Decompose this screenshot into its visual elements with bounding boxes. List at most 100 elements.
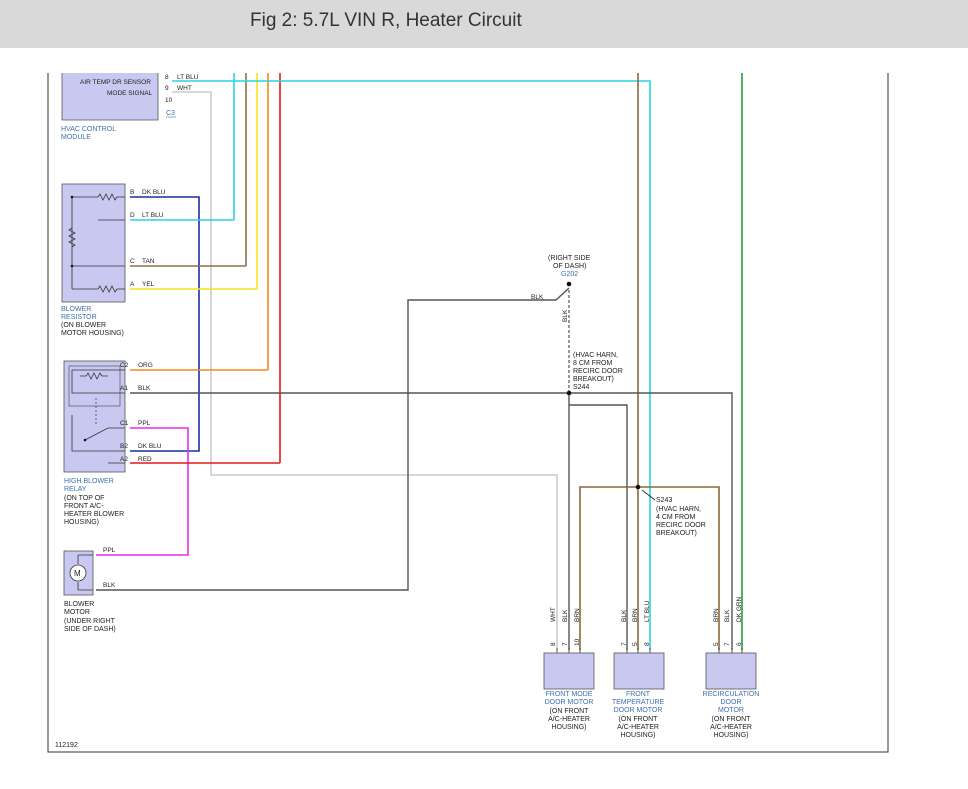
resistor-wire-c: TAN	[142, 258, 155, 265]
front-mode-pin-3: 10	[574, 638, 581, 646]
s243-label-2: 4 CM FROM	[656, 514, 695, 521]
high-blower-relay: C2 ORG A1 BLK C1 PPL B2 DK BLU A2 RED HI…	[63, 360, 162, 526]
relay-location-4: HOUSING)	[64, 519, 99, 526]
motor-symbol: M	[74, 569, 81, 578]
g202-wire-down: BLK	[562, 309, 569, 322]
front-mode-location-3: HOUSING)	[552, 724, 587, 731]
relay-location-3: HEATER BLOWER	[64, 511, 124, 518]
temp-pin-3: 8	[644, 642, 651, 646]
wire-wht-module	[172, 91, 558, 650]
hvac-control-module: AIR TEMP DR SENSOR MODE SIGNAL 8 9 10 LT…	[61, 73, 199, 141]
temp-location-1: (ON FRONT	[619, 716, 659, 723]
temp-location-3: HOUSING)	[621, 732, 656, 739]
recirc-pin-1: 5	[713, 642, 720, 646]
wire-blk-a1	[130, 392, 733, 650]
relay-location-2: FRONT A/C-	[64, 503, 104, 510]
hvac-module-name-2: MODULE	[61, 134, 91, 141]
wire-ppl	[96, 427, 189, 556]
front-mode-pin-1: 8	[550, 642, 557, 646]
s244-id: S244	[573, 384, 589, 391]
s243-label-3: RECIRC DOOR	[656, 522, 706, 529]
resistor-pin-c: C	[130, 258, 135, 265]
motor-name-1: BLOWER	[64, 601, 94, 608]
figure-header: Fig 2: 5.7L VIN R, Heater Circuit	[0, 0, 968, 48]
relay-wire-c1: PPL	[138, 420, 151, 427]
front-mode-pin-2: 7	[562, 642, 569, 646]
blower-motor: M PPL BLK BLOWER MOTOR (UNDER RIGHT SIDE…	[63, 547, 116, 633]
hvac-pin-8-num: 8	[165, 74, 169, 81]
front-mode-name-1: FRONT MODE	[546, 691, 593, 698]
diagram-frame	[47, 73, 889, 753]
g202-id: G202	[561, 271, 578, 278]
ground-g202-dot	[566, 281, 572, 287]
recirc-location-1: (ON FRONT	[712, 716, 752, 723]
s244-label-2: 8 CM FROM	[573, 360, 612, 367]
relay-name-1: HIGH BLOWER	[64, 478, 114, 485]
front-mode-wire-1: WHT	[550, 607, 557, 622]
temp-wire-1: BLK	[621, 609, 628, 622]
relay-pin-a1: A1	[120, 385, 128, 392]
hvac-pin-8-label: AIR TEMP DR SENSOR	[80, 79, 151, 86]
recirc-name-1: RECIRCULATION	[703, 691, 760, 698]
wire-lt-blu-module	[172, 80, 651, 650]
s243-label-4: BREAKOUT)	[656, 530, 697, 537]
temp-wire-2: BRN	[632, 608, 639, 622]
temp-location-2: A/C-HEATER	[617, 724, 659, 731]
splice-s243-dot	[635, 484, 641, 490]
resistor-location-1: (ON BLOWER	[61, 322, 106, 329]
hvac-pin-9-label: MODE SIGNAL	[107, 90, 153, 97]
motor-location-1: (UNDER RIGHT	[64, 618, 116, 625]
recirc-pin-3: 6	[736, 642, 743, 646]
front-temperature-door-motor: BLK BRN LT BLU 7 5 8 FRONT TEMPERATURE D…	[612, 600, 665, 739]
temp-name-3: DOOR MOTOR	[614, 707, 663, 714]
temp-pin-2: 5	[632, 642, 639, 646]
wire-brn-splice-s243	[579, 486, 720, 650]
relay-pin-a2: A2	[120, 456, 128, 463]
motor-wire-blk: BLK	[103, 582, 116, 589]
hvac-pin-8-wire: LT BLU	[177, 74, 199, 81]
resistor-wire-b: DK BLU	[142, 189, 166, 196]
s244-label-4: BREAKOUT)	[573, 376, 614, 383]
resistor-wire-a: YEL	[142, 281, 155, 288]
relay-wire-a2: RED	[138, 456, 152, 463]
resistor-name-2: RESISTOR	[61, 314, 97, 321]
temp-name-2: TEMPERATURE	[612, 699, 665, 706]
wire-dk-blu	[130, 196, 200, 452]
resistor-wire-d: LT BLU	[142, 212, 164, 219]
resistor-pin-a: A	[130, 281, 135, 288]
front-mode-location-1: (ON FRONT	[550, 708, 590, 715]
motor-name-2: MOTOR	[64, 609, 90, 616]
s244-label-1: (HVAC HARN,	[573, 352, 618, 359]
motor-location-2: SIDE OF DASH)	[64, 626, 116, 633]
relay-wire-c2: ORG	[138, 362, 153, 369]
splice-s244-dot	[566, 390, 572, 396]
figure-title: Fig 2: 5.7L VIN R, Heater Circuit	[250, 10, 522, 31]
resistor-pin-b: B	[130, 189, 134, 196]
blower-resistor: B DK BLU D LT BLU C TAN A YEL BLOWER RES…	[61, 183, 166, 337]
recirc-wire-2: BLK	[724, 609, 731, 622]
temp-pin-1: 7	[621, 642, 628, 646]
temp-wire-3: LT BLU	[644, 600, 651, 622]
motor-symbol-icon	[69, 564, 87, 582]
s243-pointer	[641, 489, 656, 501]
relay-name-2: RELAY	[64, 486, 87, 493]
temp-name-1: FRONT	[626, 691, 651, 698]
wire-blk-motor-ground	[96, 287, 570, 591]
front-mode-name-2: DOOR MOTOR	[545, 699, 594, 706]
figure-number: 112192	[55, 742, 78, 749]
relay-wire-b2: DK BLU	[138, 443, 162, 450]
recirc-wire-3: DK GRN	[736, 596, 743, 622]
g202-location-1: (RIGHT SIDE	[548, 255, 591, 262]
front-mode-wire-2: BLK	[562, 609, 569, 622]
recirculation-door-motor: BRN BLK DK GRN 5 7 6 RECIRCULATION DOOR …	[703, 596, 760, 739]
recirc-wire-1: BRN	[713, 608, 720, 622]
relay-wire-a1: BLK	[138, 385, 151, 392]
front-mode-wire-3: BRN	[574, 608, 581, 622]
resistor-pin-d: D	[130, 212, 135, 219]
motor-pin-stubs	[556, 648, 743, 653]
relay-pin-b2: B2	[120, 443, 128, 450]
motor-wire-ppl: PPL	[103, 547, 116, 554]
recirc-location-3: HOUSING)	[714, 732, 749, 739]
relay-location-1: (ON TOP OF	[64, 495, 104, 502]
